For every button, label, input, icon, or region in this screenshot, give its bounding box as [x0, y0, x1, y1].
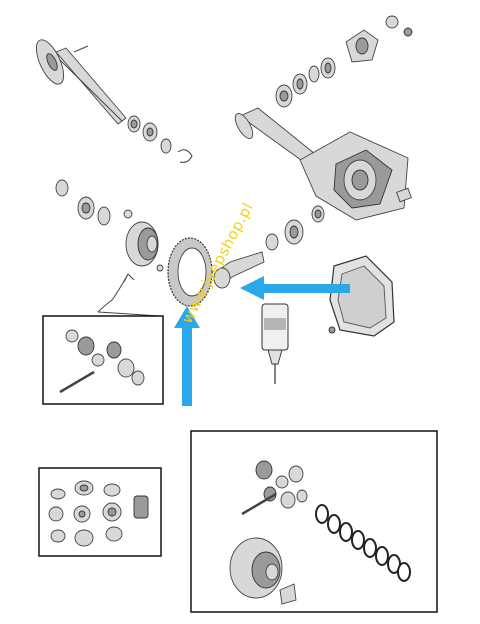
axle-shaft-icon [35, 39, 127, 125]
ring-gear-icon [167, 237, 213, 307]
pinion-gear-icon [213, 205, 325, 289]
sealant-tube-icon [261, 303, 289, 384]
inset-locker-kit [190, 430, 438, 613]
differential-cover-icon [328, 255, 395, 337]
highlight-arrow-up [174, 306, 200, 406]
bearing-kit-icon [48, 480, 149, 547]
locker-kit-icon [229, 460, 411, 605]
axle-bearing-set-icon [127, 115, 193, 163]
axle-housing-icon [234, 107, 412, 221]
pinion-yoke-set-icon [275, 15, 413, 108]
inset-bearing-kit [38, 467, 162, 557]
highlight-arrow-left [240, 276, 350, 300]
carrier-bearing-set-icon [55, 179, 133, 226]
differential-case-icon [125, 221, 164, 272]
inset-spider-gears [42, 315, 164, 405]
